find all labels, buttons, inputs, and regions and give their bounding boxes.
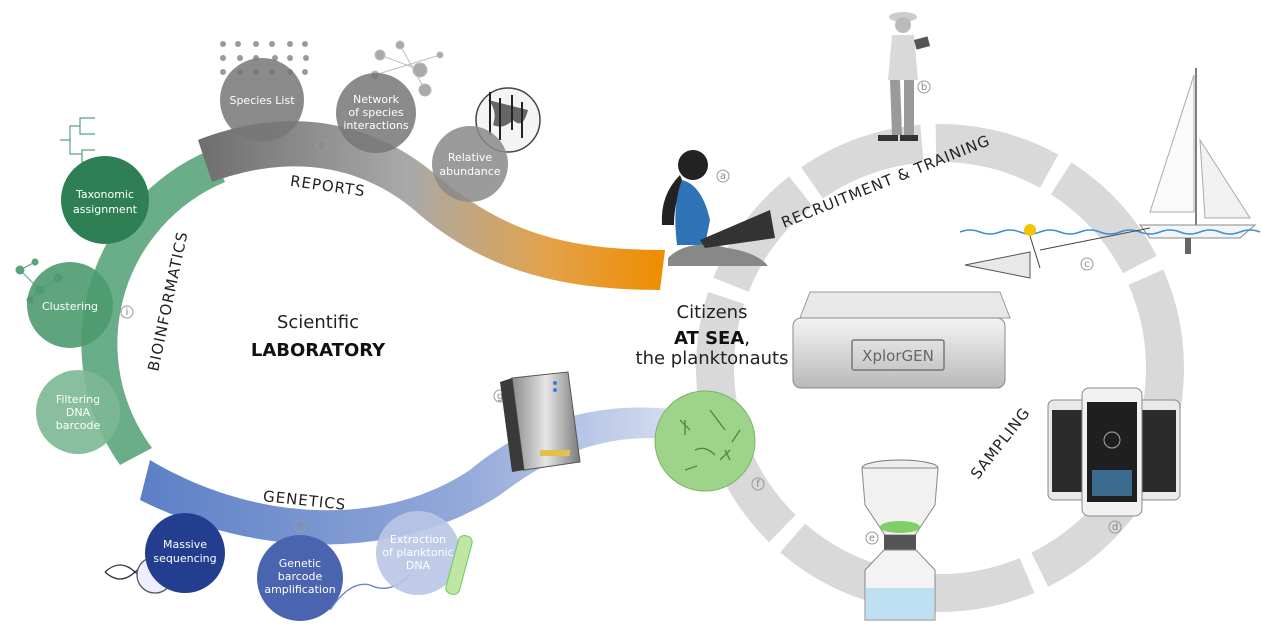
test-tube-icon <box>445 535 473 595</box>
svg-text:interactions: interactions <box>343 119 408 132</box>
smartphones-illustration <box>1047 387 1181 517</box>
svg-text:DNA: DNA <box>66 406 91 419</box>
svg-text:g: g <box>497 391 503 402</box>
massive-sequencing-bubble: Massive sequencing <box>145 513 225 593</box>
svg-text:DNA: DNA <box>406 559 431 572</box>
svg-text:Taxonomic: Taxonomic <box>75 188 134 201</box>
svg-text:of species: of species <box>348 106 403 119</box>
sea-title-line3: the planktonauts <box>636 348 789 369</box>
letter-e: e <box>865 531 879 545</box>
species-list-bubble: Species List <box>220 58 304 142</box>
svg-text:Extraction: Extraction <box>390 533 446 546</box>
network-bubble: Network of species interactions <box>336 73 416 153</box>
filtering-dna-bubble: Filtering DNA barcode <box>36 370 120 454</box>
svg-text:barcode: barcode <box>56 419 101 432</box>
svg-text:d: d <box>1112 522 1118 533</box>
filter-funnel-illustration <box>861 459 939 621</box>
svg-text:j: j <box>320 140 324 151</box>
reports-band <box>198 121 665 290</box>
letter-b: b <box>917 80 931 94</box>
svg-text:a: a <box>720 171 726 182</box>
bioinformatics-title: BIOINFORMATICS <box>144 230 191 373</box>
sampling-title: SAMPLING <box>967 404 1034 483</box>
sea-ring <box>696 124 1184 612</box>
svg-text:Species List: Species List <box>229 94 295 107</box>
sea-title-line2: AT SEA, <box>674 328 750 349</box>
relative-abundance-bubble: Relative abundance <box>432 126 508 202</box>
lab-title-line2: LABORATORY <box>251 340 386 361</box>
letter-f: f <box>751 477 765 491</box>
svg-text:Clustering: Clustering <box>42 300 98 313</box>
clustering-bubble: Clustering <box>27 262 113 348</box>
svg-text:barcode: barcode <box>278 570 323 583</box>
plankton-sample-icon <box>654 390 756 492</box>
letter-d: d <box>1108 520 1122 534</box>
taxonomic-assignment-bubble: Taxonomic assignment <box>61 156 149 244</box>
letter-c: c <box>1080 257 1094 271</box>
lab-title-line1: Scientific <box>277 312 359 333</box>
svg-text:assignment: assignment <box>73 203 138 216</box>
svg-text:c: c <box>1084 259 1090 270</box>
svg-text:Filtering: Filtering <box>56 393 100 406</box>
tablet-user-illustration <box>878 12 931 141</box>
svg-text:amplification: amplification <box>264 583 335 596</box>
barcode-amplification-bubble: Genetic barcode amplification <box>257 535 411 621</box>
sea-title-line1: Citizens <box>677 302 748 323</box>
letter-a: a <box>716 169 730 183</box>
svg-text:e: e <box>869 533 875 544</box>
dna-extraction-bubble: Extraction of planktonic DNA <box>376 511 460 595</box>
letter-i: i <box>120 305 134 319</box>
svg-text:Genetic: Genetic <box>279 557 321 570</box>
svg-text:Relative: Relative <box>448 151 493 164</box>
tree-icon <box>60 117 95 163</box>
svg-text:Network: Network <box>353 93 400 106</box>
svg-text:abundance: abundance <box>439 165 500 178</box>
letter-j: j <box>315 138 329 152</box>
svg-text:of planktonic: of planktonic <box>382 546 453 559</box>
svg-text:h: h <box>297 521 303 532</box>
xplorgen-label: XplorGEN <box>862 347 934 365</box>
letter-h: h <box>293 519 307 533</box>
xplorgen-device: XplorGEN <box>792 291 1011 389</box>
svg-text:b: b <box>921 82 927 93</box>
sailboat-illustration <box>959 68 1261 279</box>
network-icon <box>370 40 444 97</box>
svg-text:f: f <box>756 479 760 490</box>
laptop-user-illustration <box>661 150 775 266</box>
svg-text:Massive: Massive <box>163 538 207 551</box>
svg-text:i: i <box>126 307 129 318</box>
server-icon <box>500 371 581 472</box>
svg-text:sequencing: sequencing <box>153 552 216 565</box>
